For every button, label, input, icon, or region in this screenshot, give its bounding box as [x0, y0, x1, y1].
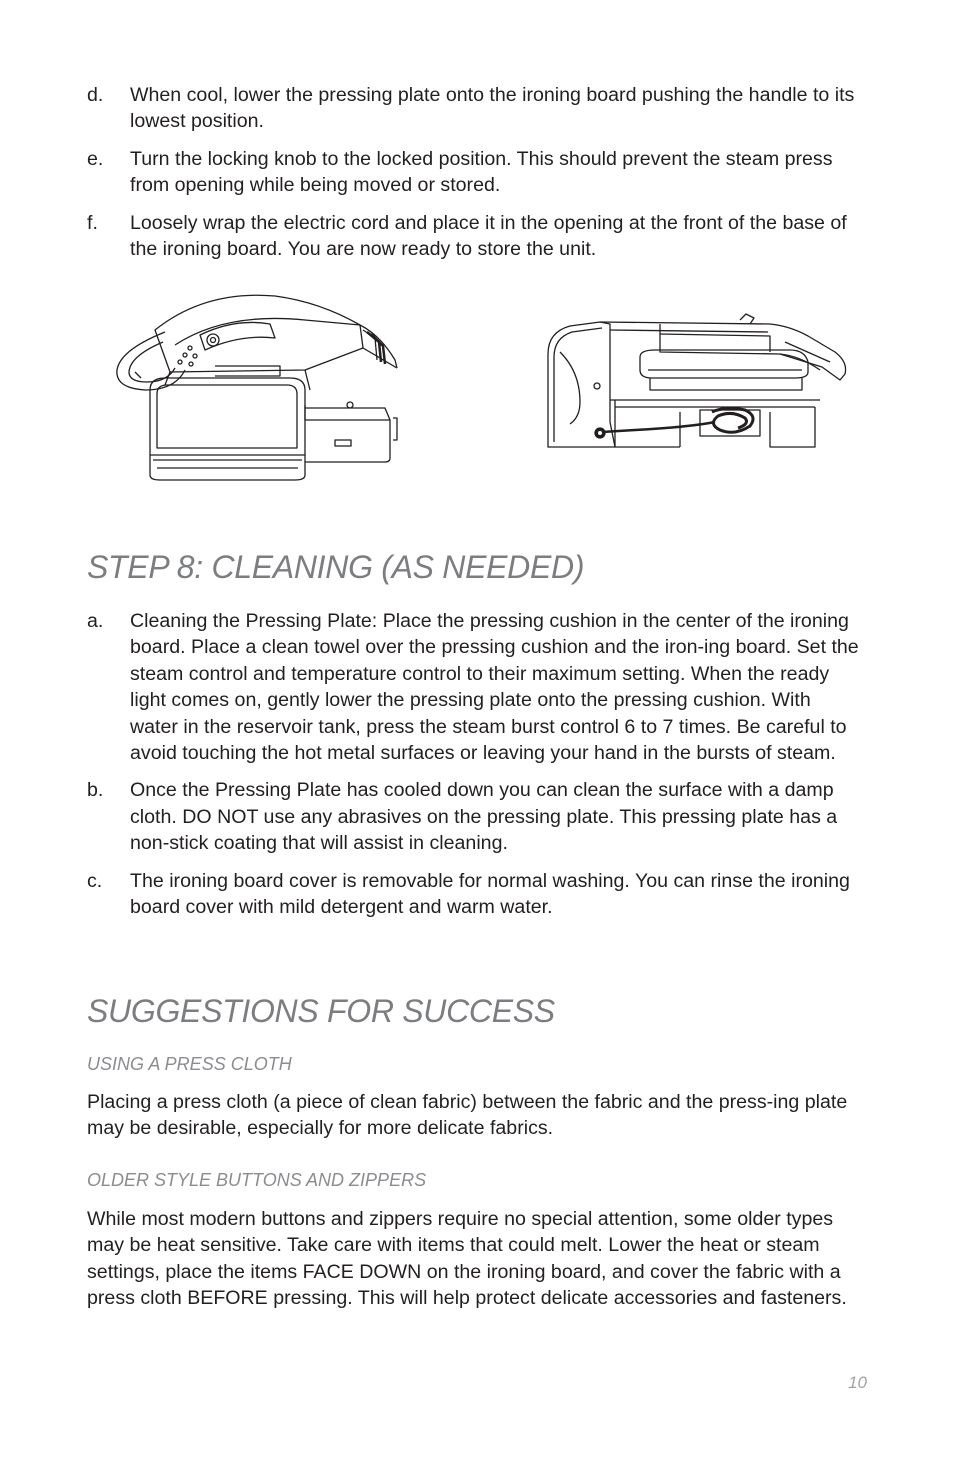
step8-heading: STEP 8: CLEANING (AS NEEDED)	[87, 549, 585, 585]
step-marker: b.	[87, 779, 104, 802]
step-text: Turn the locking knob to the locked posi…	[130, 147, 833, 197]
storage-step-f: f. Loosely wrap the electric cord and pl…	[0, 210, 860, 263]
steam-press-side-cord-illustration	[547, 313, 847, 448]
page-number: 10	[848, 1373, 867, 1392]
step-text: The ironing board cover is removable for…	[130, 869, 850, 919]
buttons-zippers-subheading: OLDER STYLE BUTTONS AND ZIPPERS	[87, 1170, 427, 1190]
step-marker: c.	[87, 869, 103, 892]
storage-step-d: d. When cool, lower the pressing plate o…	[0, 82, 860, 135]
suggestions-heading: SUGGESTIONS FOR SUCCESS	[87, 993, 555, 1029]
cleaning-step-a: a. Cleaning the Pressing Plate: Place th…	[0, 608, 860, 766]
step-text: Cleaning the Pressing Plate: Place the p…	[130, 610, 859, 765]
storage-steps-list: d. When cool, lower the pressing plate o…	[0, 82, 954, 273]
step-text: Loosely wrap the electric cord and place…	[130, 211, 847, 261]
storage-step-e: e. Turn the locking knob to the locked p…	[0, 146, 860, 199]
steam-press-closed-front-illustration	[116, 294, 398, 481]
step-marker: e.	[87, 147, 104, 170]
step-marker: d.	[87, 84, 104, 106]
cleaning-step-c: c. The ironing board cover is removable …	[0, 868, 860, 921]
step-marker: a.	[87, 610, 104, 632]
press-cloth-paragraph: Placing a press cloth (a piece of clean …	[87, 1091, 848, 1140]
buttons-zippers-paragraph: While most modern buttons and zippers re…	[87, 1208, 847, 1310]
step-text: When cool, lower the pressing plate onto…	[130, 84, 855, 133]
cleaning-steps-list: a. Cleaning the Pressing Plate: Place th…	[0, 608, 954, 931]
cleaning-step-b: b. Once the Pressing Plate has cooled do…	[0, 777, 860, 856]
step-marker: f.	[87, 211, 98, 234]
step-text: Once the Pressing Plate has cooled down …	[130, 779, 838, 855]
press-cloth-subheading: USING A PRESS CLOTH	[87, 1054, 292, 1074]
